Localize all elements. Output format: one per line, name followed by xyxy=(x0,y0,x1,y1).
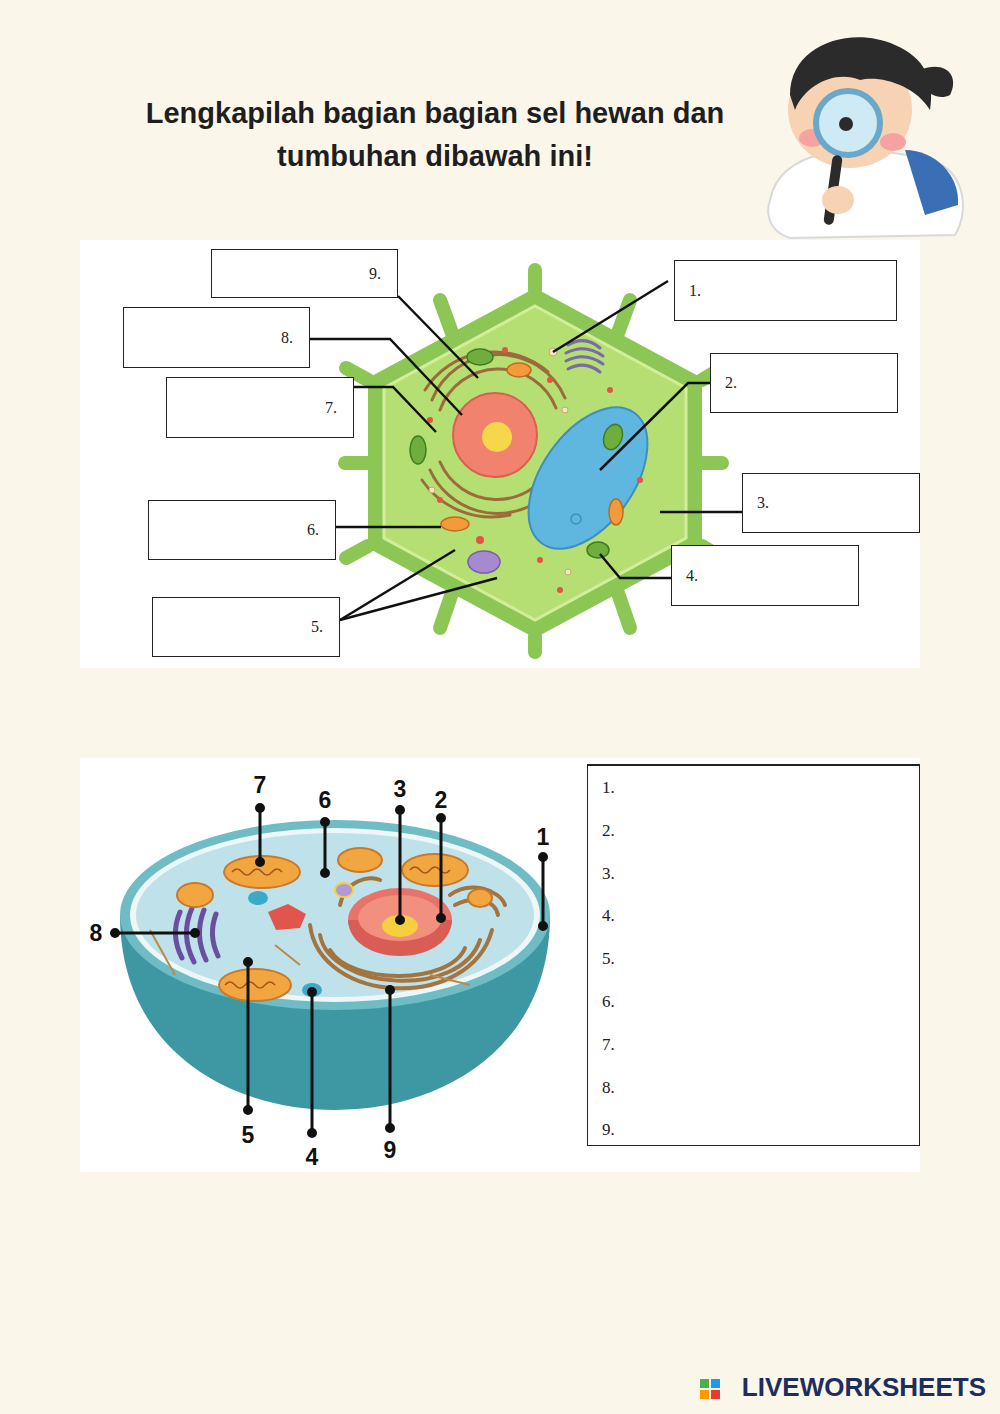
label-box: 5. xyxy=(152,597,340,657)
answer-number: 1. xyxy=(602,778,615,798)
box-number: 6. xyxy=(307,521,319,539)
label-box: 8. xyxy=(123,307,310,368)
panel xyxy=(80,240,920,668)
callout-number: 2 xyxy=(435,787,448,814)
answer-number: 6. xyxy=(602,992,615,1012)
watermark: LIVEWORKSHEETS xyxy=(742,1372,986,1403)
logo-icon xyxy=(700,1379,720,1399)
callout-lines xyxy=(112,805,547,1137)
callout-number: 4 xyxy=(306,1144,319,1171)
box-number: 5. xyxy=(311,618,323,636)
answer-number: 3. xyxy=(602,864,615,884)
box-number: 4. xyxy=(686,567,698,585)
label-box: 3. xyxy=(742,473,920,533)
answer-number: 8. xyxy=(602,1078,615,1098)
label-box: 9. xyxy=(211,249,398,298)
panel xyxy=(80,758,920,1172)
label-box: 1. xyxy=(674,260,897,321)
callout-number: 9 xyxy=(384,1137,397,1164)
label-box: 2. xyxy=(710,353,898,413)
callout-number: 6 xyxy=(319,787,332,814)
answer-number: 4. xyxy=(602,906,615,926)
callout-number: 7 xyxy=(254,772,267,799)
answer-number: 5. xyxy=(602,949,615,969)
box-number: 7. xyxy=(325,399,337,417)
answer-number: 7. xyxy=(602,1035,615,1055)
animal-cell xyxy=(120,820,550,1110)
box-number: 3. xyxy=(757,494,769,512)
label-box: 6. xyxy=(148,500,336,560)
box-number: 8. xyxy=(281,329,293,347)
title: Lengkapilah bagian bagian sel hewan dan … xyxy=(120,92,750,178)
boy-illustration xyxy=(768,37,963,238)
answer-number: 2. xyxy=(602,821,615,841)
answer-number: 9. xyxy=(602,1120,615,1140)
box-number: 2. xyxy=(725,374,737,392)
callout-number: 3 xyxy=(394,776,407,803)
plant-cell xyxy=(345,270,722,652)
box-number: 1. xyxy=(689,282,701,300)
box-number: 9. xyxy=(369,265,381,283)
label-box: 4. xyxy=(671,545,859,606)
callout-number: 1 xyxy=(537,824,550,851)
label-box: 7. xyxy=(166,377,354,438)
answer-box: 1. 2. 3. 4. 5. 6. 7. 8. 9. xyxy=(587,764,920,1146)
callout-number: 5 xyxy=(242,1122,255,1149)
callout-number: 8 xyxy=(90,920,103,947)
